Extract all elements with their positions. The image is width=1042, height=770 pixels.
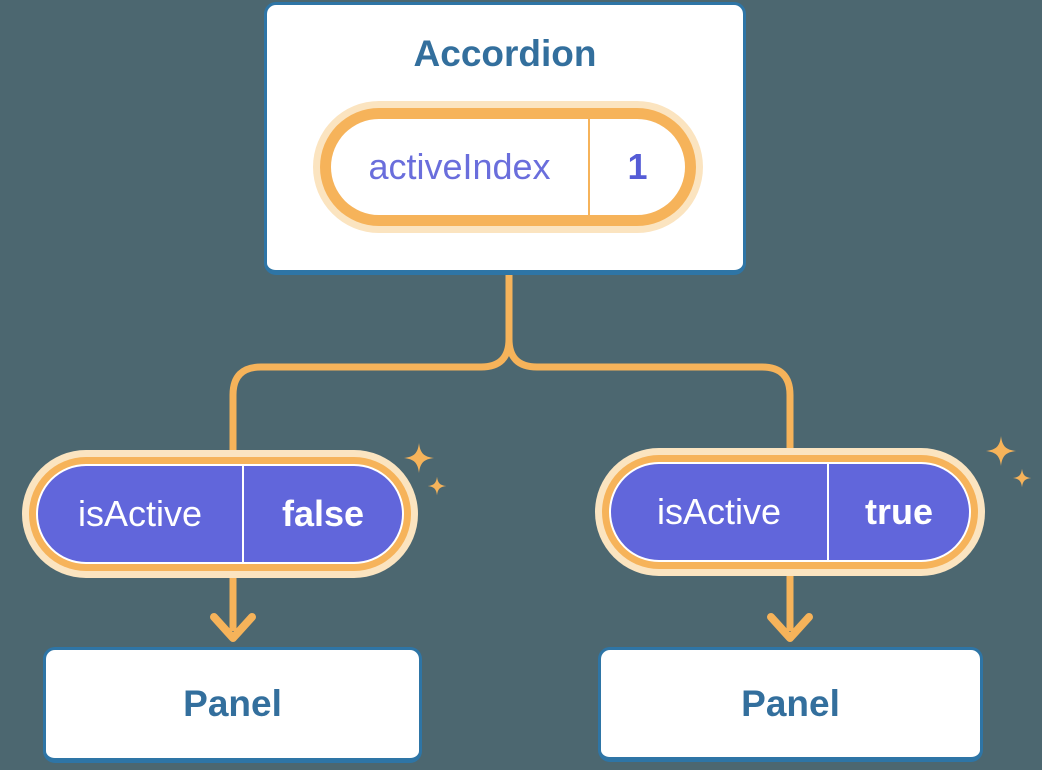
panel-card-right: Panel xyxy=(598,647,983,762)
sparkle-icon xyxy=(404,443,434,473)
prop-pill-body: isActive false xyxy=(36,464,404,564)
connector-left-branch xyxy=(229,271,513,456)
prop-pill-body: isActive true xyxy=(609,462,971,562)
prop-pill-divider xyxy=(827,464,829,560)
prop-value: true xyxy=(864,491,933,532)
state-pill-activeindex: activeIndex 1 xyxy=(313,101,703,233)
prop-pill-ring: isActive false xyxy=(29,457,411,571)
panel-title: Panel xyxy=(741,682,840,724)
state-value: 1 xyxy=(627,146,648,187)
prop-pill-isactive-true: isActive true xyxy=(595,448,985,576)
accordion-title: Accordion xyxy=(413,33,597,74)
panel-title: Panel xyxy=(183,683,282,724)
connector-right-branch xyxy=(505,271,794,456)
state-label: activeIndex xyxy=(368,146,551,187)
sparkle-icon xyxy=(427,476,447,496)
sparkle-group-left-pill xyxy=(404,443,447,496)
sparkle-icon xyxy=(986,436,1016,466)
prop-label: isActive xyxy=(656,491,782,532)
arrow-down-icon xyxy=(767,613,813,642)
arrow-down-icon xyxy=(210,613,256,642)
prop-pill-divider xyxy=(242,466,244,562)
state-pill-body: activeIndex 1 xyxy=(331,119,685,215)
prop-label: isActive xyxy=(77,493,203,534)
panel-card-left: Panel xyxy=(43,647,422,763)
sparkle-icon xyxy=(1012,468,1032,488)
sparkle-group-right-pill xyxy=(986,436,1032,488)
prop-pill-isactive-false: isActive false xyxy=(22,450,418,578)
state-pill-ring: activeIndex 1 xyxy=(320,108,696,226)
state-pill-divider xyxy=(588,119,590,215)
prop-pill-ring: isActive true xyxy=(602,455,978,569)
prop-value: false xyxy=(281,493,365,534)
